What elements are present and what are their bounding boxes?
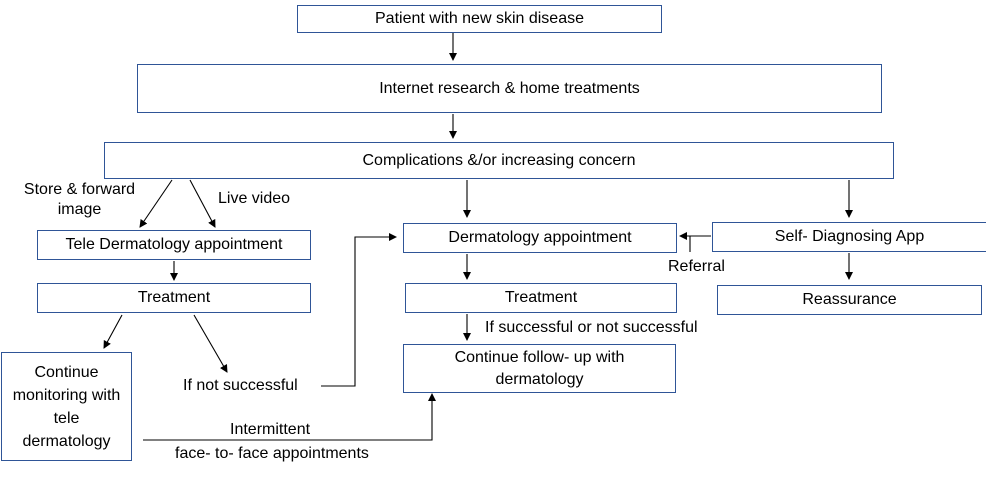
arrow-if-not-successful-to-derm-appt (321, 233, 397, 387)
arrow-tele-treatment-to-monitoring (103, 314, 123, 349)
node-patient: Patient with new skin disease (297, 5, 662, 33)
node-continue-monitoring-label: Continue monitoring with tele dermatolog… (12, 363, 121, 450)
node-derm-appt-label: Dermatology appointment (448, 229, 632, 246)
arrow-tele-treatment-to-if-not-successful (193, 314, 228, 373)
node-complications-label: Complications &/or increasing concern (362, 151, 636, 169)
arrow-store-forward (139, 179, 173, 228)
label-intermittent: Intermittent (230, 421, 311, 438)
node-self-app-label: Self- Diagnosing App (774, 228, 925, 245)
label-if-successful: If successful or not successful (485, 319, 698, 336)
node-continue-followup: Continue follow- up with dermatology (403, 344, 676, 393)
node-reassurance: Reassurance (717, 285, 982, 315)
node-internet: Internet research & home treatments (137, 64, 882, 113)
arrow-live-video (189, 179, 216, 228)
label-store-forward: Store & forward image (12, 180, 147, 220)
node-patient-label: Patient with new skin disease (375, 10, 584, 27)
node-internet-label: Internet research & home treatments (379, 79, 640, 97)
label-if-not-successful: If not successful (183, 377, 298, 394)
node-self-app: Self- Diagnosing App (712, 222, 986, 252)
label-live-video: Live video (218, 190, 291, 207)
node-derm-treatment-label: Treatment (504, 289, 578, 306)
node-continue-monitoring: Continue monitoring with tele dermatolog… (1, 352, 132, 461)
label-face-to-face: face- to- face appointments (175, 445, 369, 462)
label-store-forward-text: Store & forward image (23, 181, 136, 218)
arrow-monitoring-to-followup (143, 393, 436, 441)
node-derm-appt: Dermatology appointment (403, 223, 677, 253)
node-reassurance-label: Reassurance (802, 291, 897, 308)
node-tele-treatment-label: Treatment (137, 289, 211, 306)
node-derm-treatment: Treatment (405, 283, 677, 313)
node-complications: Complications &/or increasing concern (104, 142, 894, 179)
node-tele-appt-label: Tele Dermatology appointment (65, 236, 283, 253)
node-continue-followup-label: Continue follow- up with dermatology (454, 348, 625, 388)
node-tele-treatment: Treatment (37, 283, 311, 313)
label-referral: Referral (668, 258, 725, 275)
node-tele-appt: Tele Dermatology appointment (37, 230, 311, 260)
arrow-referral-self-app-to-derm-appt (679, 232, 711, 252)
